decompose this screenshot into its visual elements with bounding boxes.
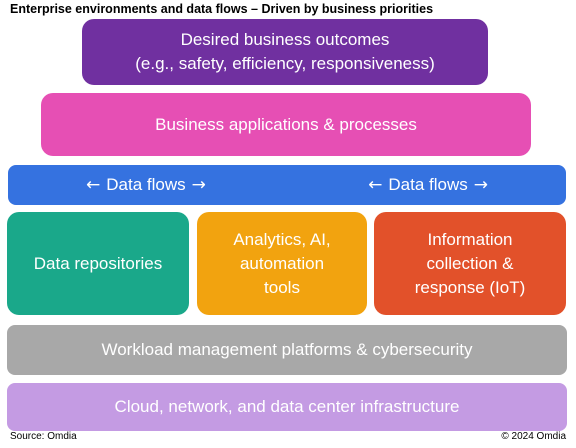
- data-flows-right: ← Data flows →: [368, 173, 488, 197]
- repositories-block: Data repositories: [7, 212, 189, 315]
- repositories-label: Data repositories: [33, 253, 163, 273]
- information-line2: collection &: [426, 253, 514, 273]
- data-flows-layer: ← Data flows → ← Data flows →: [8, 165, 566, 205]
- analytics-block: Analytics, AI, automation tools: [197, 212, 367, 315]
- infrastructure-layer: Cloud, network, and data center infrastr…: [7, 383, 567, 431]
- outcomes-layer: Desired business outcomes (e.g., safety,…: [82, 19, 488, 85]
- outcomes-line2: (e.g., safety, efficiency, responsivenes…: [135, 54, 435, 73]
- data-flows-left-label: Data flows: [106, 175, 186, 194]
- information-block: Information collection & response (IoT): [374, 212, 566, 315]
- right-arrow-icon: →: [191, 175, 206, 195]
- source-note: Source: Omdia: [10, 431, 77, 442]
- diagram-title: Enterprise environments and data flows –…: [10, 2, 434, 16]
- analytics-line1: Analytics, AI,: [233, 229, 331, 249]
- information-line3: response (IoT): [414, 277, 526, 297]
- left-arrow-icon: ←: [368, 175, 383, 195]
- analytics-line3: tools: [264, 277, 300, 297]
- data-flows-left: ← Data flows →: [86, 173, 206, 197]
- applications-label: Business applications & processes: [155, 114, 417, 134]
- right-arrow-icon: →: [473, 175, 488, 195]
- analytics-line2: automation: [239, 253, 325, 273]
- workload-label: Workload management platforms & cybersec…: [101, 340, 473, 359]
- copyright-note: © 2024 Omdia: [501, 431, 566, 442]
- outcomes-line1: Desired business outcomes: [180, 30, 390, 49]
- information-line1: Information: [427, 229, 513, 249]
- left-arrow-icon: ←: [86, 175, 101, 195]
- infrastructure-label: Cloud, network, and data center infrastr…: [114, 397, 460, 416]
- data-flows-right-label: Data flows: [388, 175, 468, 194]
- applications-layer: Business applications & processes: [41, 93, 531, 156]
- workload-layer: Workload management platforms & cybersec…: [7, 325, 567, 375]
